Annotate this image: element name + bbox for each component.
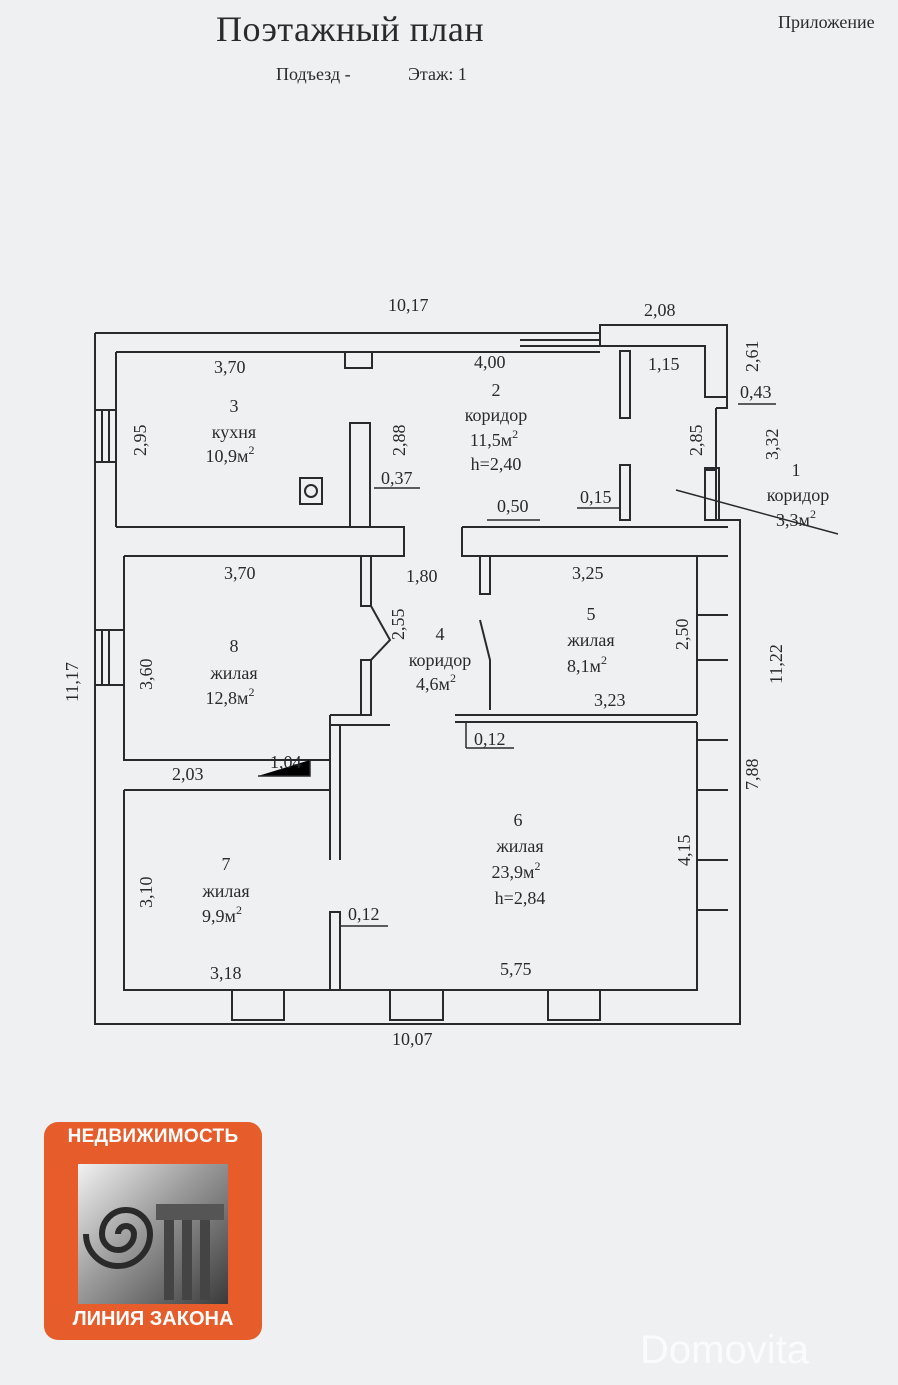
dim-top-total: 10,17 [388,295,429,315]
room-6-area: 23,9м2 [492,859,541,882]
dim-7-88: 7,88 [742,759,762,791]
dim-2-88: 2,88 [389,425,409,457]
dim-1-80: 1,80 [406,566,438,586]
dim-bottom-total: 10,07 [392,1029,433,1049]
room-6-height: h=2,84 [495,888,546,908]
room-3-area: 10,9м2 [206,443,255,466]
dim-3-70-kitchen: 3,70 [214,357,246,377]
stove-icon [299,477,323,505]
dim-right-total: 11,22 [766,644,786,684]
room-1-number: 1 [792,460,801,480]
dim-3-60: 3,60 [136,659,156,691]
room-4-name: коридор [409,650,472,670]
agency-logo: НЕДВИЖИМОСТЬ ЛИНИЯ ЗАКОНА [44,1122,262,1340]
dim-5-75: 5,75 [500,959,532,979]
dim-0-12-bottom: 0,12 [348,904,380,924]
dim-3-25: 3,25 [572,563,604,583]
dim-2-08: 2,08 [644,300,676,320]
page-title: Поэтажный план [216,9,485,49]
appendix-label: Приложение [778,12,875,32]
dim-3-23: 3,23 [594,690,626,710]
room-5-name: жилая [566,630,614,650]
dim-2-61: 2,61 [742,341,762,373]
logo-bottom-text: ЛИНИЯ ЗАКОНА [72,1308,234,1330]
room-7-area: 9,9м2 [202,903,242,926]
dim-2-95: 2,95 [130,425,150,457]
logo-top-text: НЕДВИЖИМОСТЬ [67,1126,239,1147]
room-2-name: коридор [465,405,528,425]
dim-3-10: 3,10 [136,877,156,909]
room-8-name: жилая [209,663,257,683]
dim-0-15: 0,15 [580,487,612,507]
floor-plan: 10,17 2,08 2,61 0,43 3,32 1,15 2,85 0,15… [62,295,839,1049]
room-5-area: 8,1м2 [567,653,607,676]
room-1-name: коридор [767,485,830,505]
dim-4-15: 4,15 [674,835,694,867]
dim-1-04: 1,04 [270,752,302,772]
room-3-number: 3 [230,396,239,416]
dim-left-total: 11,17 [62,662,82,702]
entrance-label: Подъезд - [276,64,351,84]
room-5-number: 5 [587,604,596,624]
floor-label: Этаж: 1 [408,64,467,84]
watermark: Domovita [640,1328,809,1372]
room-3-name: кухня [212,422,256,442]
room-4-number: 4 [436,624,445,644]
room-6-name: жилая [495,836,543,856]
room-7-name: жилая [201,881,249,901]
dim-0-43: 0,43 [740,382,772,402]
dim-2-55: 2,55 [388,609,408,641]
room-4-area: 4,6м2 [416,671,456,694]
dim-3-32: 3,32 [762,429,782,461]
room-8-number: 8 [230,636,239,656]
dim-1-15: 1,15 [648,354,680,374]
room-2-area: 11,5м2 [470,427,518,450]
dim-0-50: 0,50 [497,496,529,516]
room-2-number: 2 [492,380,501,400]
dim-2-03: 2,03 [172,764,204,784]
dim-3-18: 3,18 [210,963,242,983]
dim-3-70-room8: 3,70 [224,563,256,583]
room-6-number: 6 [514,810,523,830]
room-2-height: h=2,40 [471,454,522,474]
room-1-area: 3,3м2 [776,507,816,530]
dim-0-37: 0,37 [381,468,413,488]
column-capital-icon [78,1164,228,1304]
room-8-area: 12,8м2 [206,685,255,708]
room-7-number: 7 [222,854,231,874]
dim-2-50: 2,50 [672,619,692,651]
dim-4-00: 4,00 [474,352,506,372]
dim-0-12-top: 0,12 [474,729,506,749]
dim-2-85: 2,85 [686,425,706,457]
